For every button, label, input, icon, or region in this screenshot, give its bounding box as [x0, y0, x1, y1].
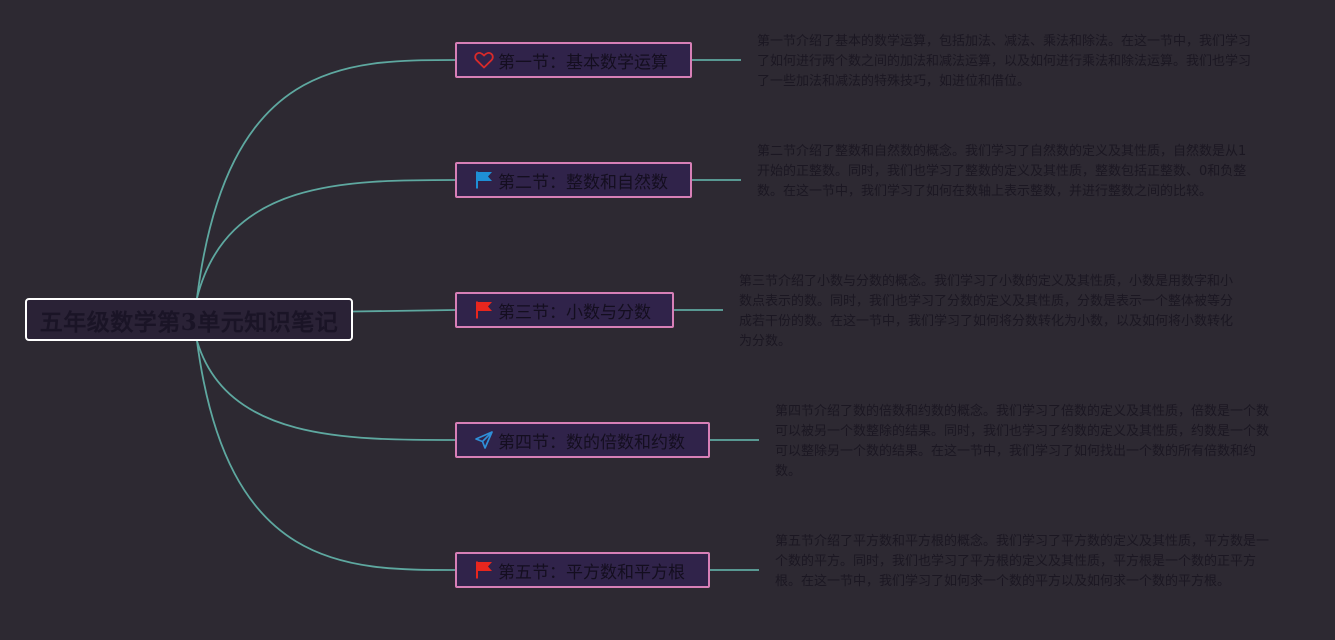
root-node[interactable]: 五年级数学第3单元知识笔记	[25, 298, 353, 341]
topic-node-1[interactable]: 第一节：基本数学运算	[455, 42, 692, 78]
branch-link-4	[196, 340, 456, 441]
topic-node-label: 第一节：基本数学运算	[498, 52, 668, 73]
topic-node-4[interactable]: 第四节：数的倍数和约数	[455, 422, 710, 458]
topic-note-3: 第三节介绍了小数与分数的概念。我们学习了小数的定义及其性质，小数是用数字和小数点…	[739, 274, 1234, 349]
topic-node-label: 第四节：数的倍数和约数	[498, 432, 685, 453]
topic-note-1: 第一节介绍了基本的数学运算，包括加法、减法、乘法和除法。在这一节中，我们学习了如…	[757, 34, 1252, 89]
topic-node-2[interactable]: 第二节：整数和自然数	[455, 162, 692, 198]
heart-icon	[473, 49, 495, 71]
topic-node-3[interactable]: 第三节：小数与分数	[455, 292, 674, 328]
topic-node-label: 第二节：整数和自然数	[498, 172, 668, 193]
blue-flag-icon	[473, 169, 495, 191]
branch-link-1	[196, 59, 456, 299]
root-node-label: 五年级数学第3单元知识笔记	[39, 308, 339, 336]
topic-node-label: 第三节：小数与分数	[498, 302, 651, 323]
branch-link-2	[196, 179, 456, 299]
topic-node-label: 第五节：平方数和平方根	[498, 562, 685, 583]
branch-link-3	[352, 309, 456, 313]
topic-node-5[interactable]: 第五节：平方数和平方根	[455, 552, 710, 588]
topic-note-4: 第四节介绍了数的倍数和约数的概念。我们学习了倍数的定义及其性质，倍数是一个数可以…	[775, 404, 1270, 479]
topic-note-5: 第五节介绍了平方数和平方根的概念。我们学习了平方数的定义及其性质，平方数是一个数…	[775, 534, 1270, 589]
paper-plane-icon	[473, 429, 495, 451]
topic-note-2: 第二节介绍了整数和自然数的概念。我们学习了自然数的定义及其性质，自然数是从1开始…	[757, 144, 1247, 199]
red-flag-icon	[473, 299, 495, 321]
branch-link-5	[196, 340, 456, 571]
red-flag-icon	[473, 559, 495, 581]
